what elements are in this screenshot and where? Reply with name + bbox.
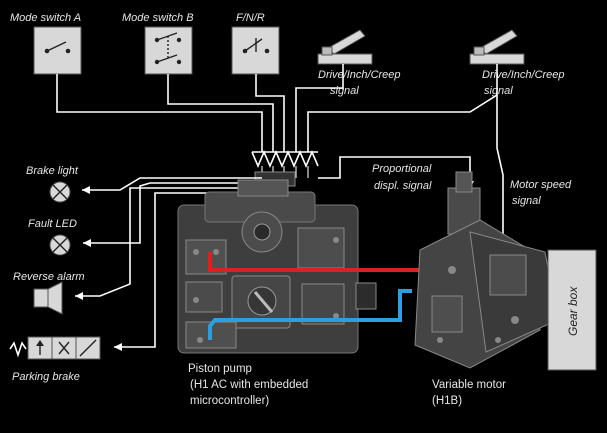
gearbox: Gear box <box>547 249 597 371</box>
motor-speed-label-2: signal <box>512 195 541 207</box>
switch-symbol-icon <box>44 41 71 54</box>
pump-label-1: Piston pump <box>188 363 252 375</box>
pedal-right-label-1: Drive/Inch/Creep <box>482 69 565 81</box>
fault-led <box>49 234 71 256</box>
fnr-symbol-icon <box>242 38 270 54</box>
fault-led-label: Fault LED <box>28 218 77 230</box>
mode-switch-b-label: Mode switch B <box>122 12 194 24</box>
brake-light-label: Brake light <box>26 165 79 177</box>
motor-speed-label-1: Motor speed <box>510 179 572 191</box>
pedal-left-label-2: signal <box>330 85 359 97</box>
mode-switch-b[interactable] <box>144 26 193 75</box>
fnr-switch[interactable] <box>231 26 280 75</box>
gearbox-label: Gear box <box>566 286 580 336</box>
pedal-right[interactable] <box>469 29 525 65</box>
double-switch-symbol-icon <box>154 32 182 65</box>
motor-label-2: (H1B) <box>432 395 462 407</box>
mode-switch-a[interactable] <box>33 26 82 75</box>
piston-pump <box>177 179 377 354</box>
motor-label-1: Variable motor <box>432 379 506 391</box>
reverse-alarm-horn <box>33 281 63 315</box>
parking-brake-valve <box>9 336 101 360</box>
brake-light <box>49 181 71 203</box>
mode-switch-a-label: Mode switch A <box>10 12 81 24</box>
proportional-signal-label-1: Proportional <box>372 163 432 175</box>
reverse-alarm-label: Reverse alarm <box>13 271 85 283</box>
pump-label-2: (H1 AC with embedded <box>190 379 308 391</box>
variable-motor <box>414 171 559 369</box>
fnr-label: F/N/R <box>236 12 265 24</box>
pedal-right-label-2: signal <box>484 85 513 97</box>
return-line <box>208 289 412 340</box>
pedal-left[interactable] <box>317 29 373 65</box>
pedal-left-label-1: Drive/Inch/Creep <box>318 69 401 81</box>
connector-zigzag <box>251 149 319 169</box>
pump-label-3: microcontroller) <box>190 395 269 407</box>
proportional-signal-label-2: displ. signal <box>374 180 432 192</box>
input-wires <box>56 64 498 152</box>
parking-brake-label: Parking brake <box>12 371 80 383</box>
